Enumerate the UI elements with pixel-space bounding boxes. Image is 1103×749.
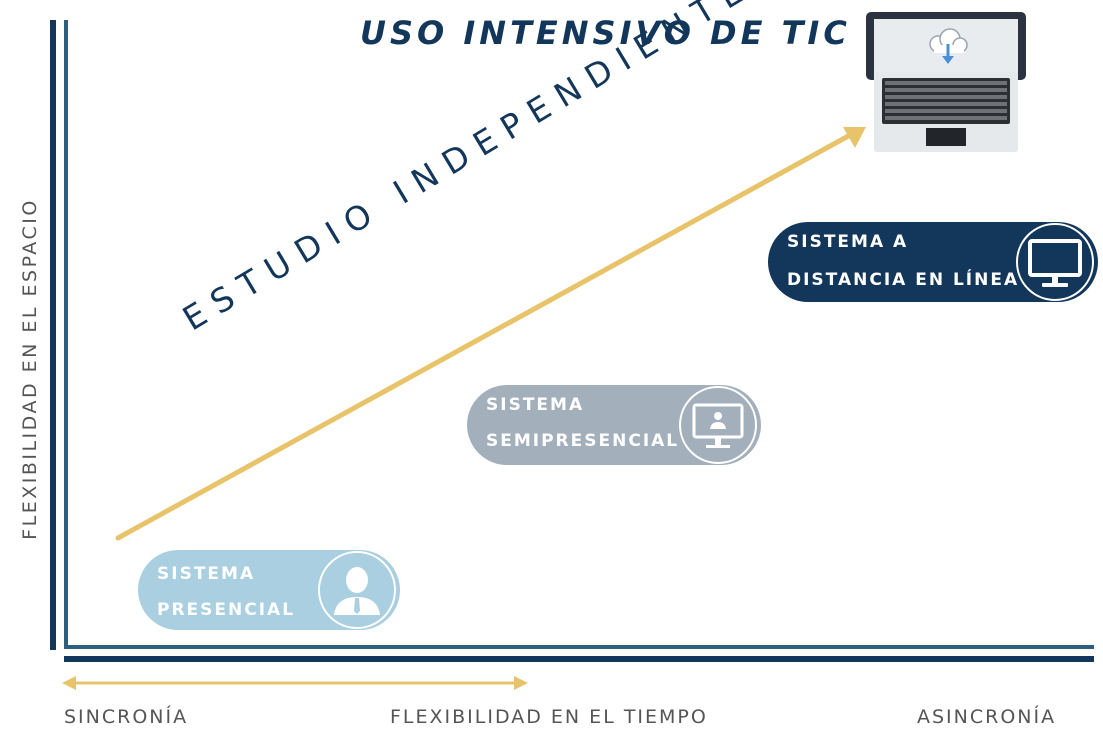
- x-axis-left-label: SINCRONÍA: [64, 706, 189, 728]
- system-presencial-line1: SISTEMA: [157, 564, 256, 584]
- system-semipresencial: SISTEMA SEMIPRESENCIAL: [467, 385, 761, 465]
- monitor-icon: [1016, 223, 1094, 301]
- person-icon: [318, 551, 396, 629]
- x-axis-right-label: ASINCRONÍA: [917, 706, 1057, 728]
- x-axis-inner: [64, 645, 1094, 649]
- x-axis-label: FLEXIBILIDAD EN EL TIEMPO: [390, 706, 708, 728]
- y-axis-outer: [50, 20, 56, 650]
- system-presencial-line2: PRESENCIAL: [157, 600, 296, 620]
- laptop-cloud-icon: [866, 12, 1026, 152]
- x-axis-outer: [64, 656, 1094, 662]
- system-distancia-line2: DISTANCIA EN LÍNEA: [787, 270, 1020, 290]
- diagram-title: USO INTENSIVO DE TIC: [360, 14, 851, 52]
- system-distancia-line1: SISTEMA A: [787, 232, 909, 252]
- system-semipresencial-line2: SEMIPRESENCIAL: [486, 431, 680, 451]
- system-distancia-en-linea: SISTEMA A DISTANCIA EN LÍNEA: [768, 222, 1098, 302]
- system-presencial: SISTEMA PRESENCIAL: [138, 550, 400, 630]
- system-semipresencial-line1: SISTEMA: [486, 395, 585, 415]
- diagonal-arrow: [115, 127, 866, 541]
- monitor-person-icon: [679, 386, 757, 464]
- time-double-arrow: [62, 676, 528, 690]
- y-axis-inner: [64, 20, 68, 648]
